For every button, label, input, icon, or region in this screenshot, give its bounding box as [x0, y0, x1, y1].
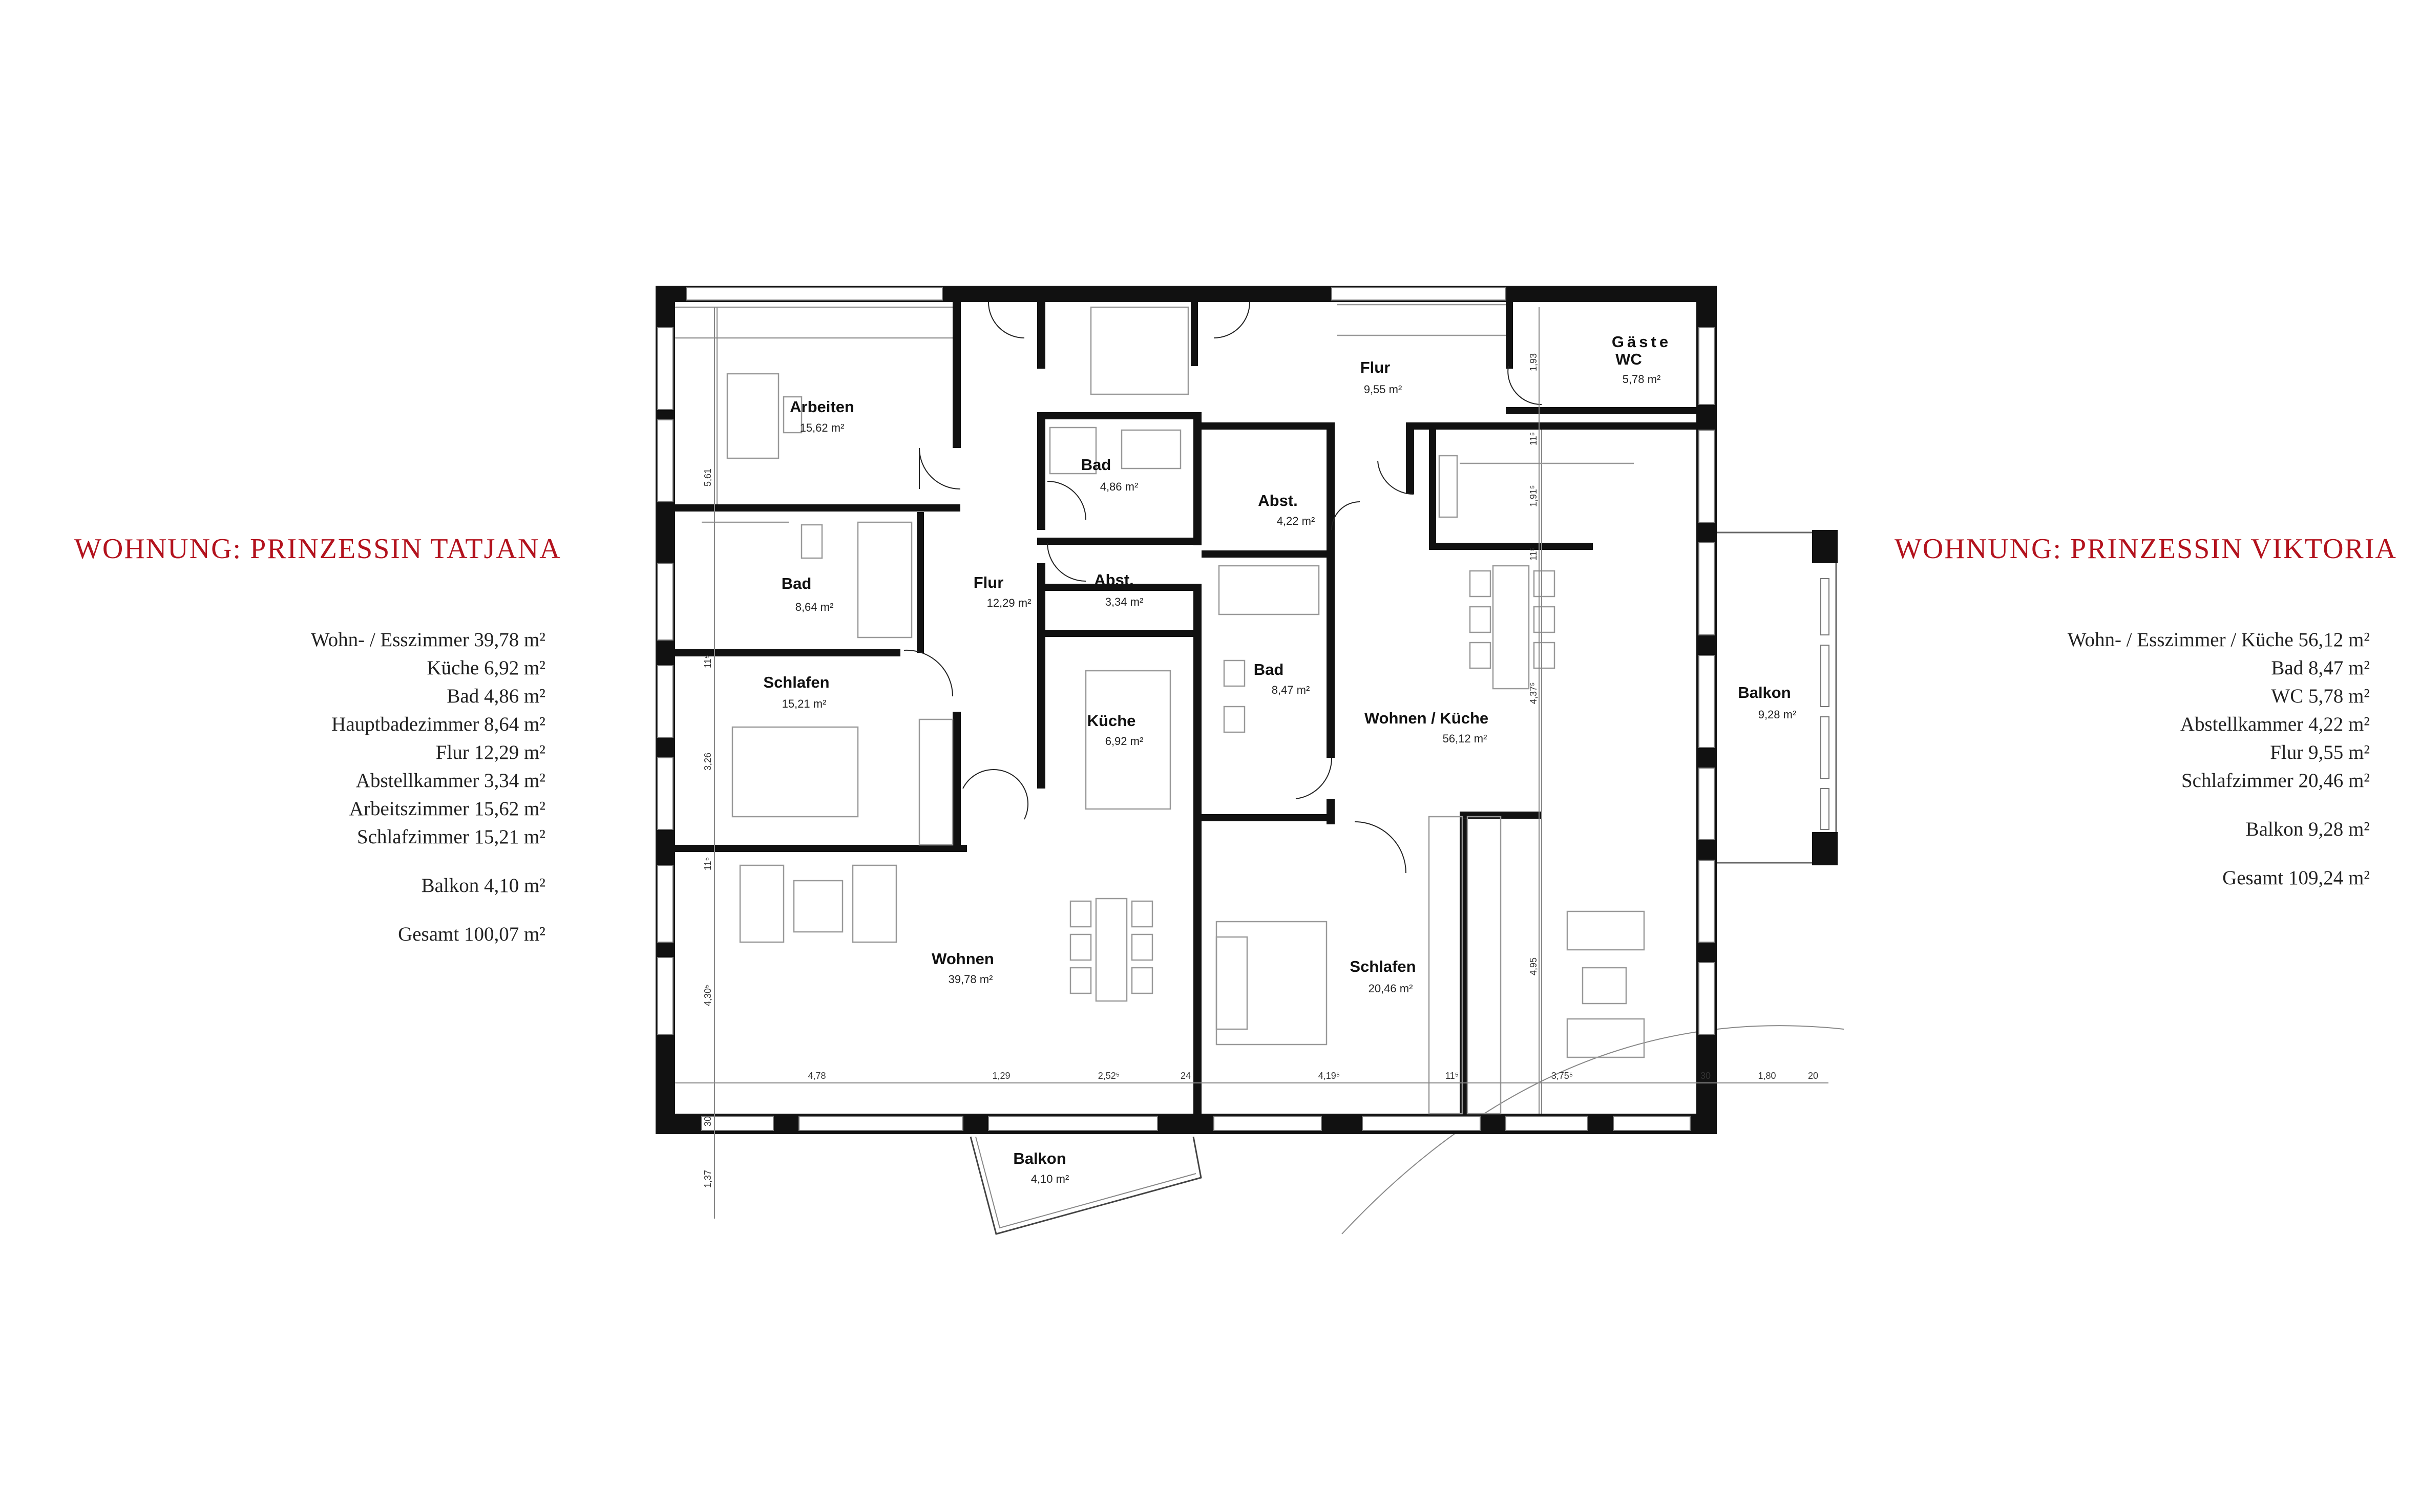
- room-name-kueche: Küche: [1087, 712, 1136, 730]
- room-area-schlafen-v: 20,46 m²: [1369, 982, 1413, 995]
- room-list-item: Arbeitszimmer 15,62 m²: [349, 798, 545, 820]
- dimension-label: 11⁵: [1445, 1071, 1459, 1081]
- dimension-label: 1,37: [703, 1170, 713, 1188]
- room-name-balkon: Balkon: [1013, 1149, 1066, 1167]
- room-name-wohnen-kueche: Wohnen / Küche: [1364, 709, 1488, 727]
- room-name-flur: Flur: [974, 573, 1004, 591]
- room-name-arbeiten: Arbeiten: [790, 398, 854, 416]
- room-name-bad-small: Bad: [1081, 456, 1111, 474]
- room-list-item: Bad 4,86 m²: [447, 685, 545, 707]
- room-area-bad: 8,64 m²: [795, 601, 834, 613]
- dimension-label: 11⁵: [1528, 547, 1539, 561]
- dimension-label: 3,26: [703, 753, 713, 771]
- room-name-bad: Bad: [782, 574, 812, 592]
- apartment-title-viktoria: WOHNUNG: PRINZESSIN VIKTORIA: [1894, 533, 2397, 565]
- dimension-label: 4,30⁵: [703, 985, 713, 1007]
- dimension-label: 1,93: [1528, 353, 1539, 371]
- total-area: Gesamt 100,07 m²: [398, 923, 545, 945]
- room-area-bad-small: 4,86 m²: [1100, 480, 1139, 493]
- room-area-wohnen: 39,78 m²: [949, 973, 993, 986]
- room-name-bad-v: Bad: [1254, 661, 1284, 678]
- room-list-item: Flur 9,55 m²: [2270, 741, 2370, 763]
- dimension-label: 1,29: [992, 1071, 1010, 1081]
- room-area-schlafen: 15,21 m²: [782, 697, 827, 710]
- dimension-label: 11⁵: [703, 857, 713, 870]
- room-name-abst-v: Abst.: [1258, 492, 1298, 509]
- dimension-label: 1,80: [1758, 1071, 1776, 1081]
- room-name-abst: Abst.: [1094, 571, 1134, 589]
- balcony-left-outline: [970, 1136, 1202, 1235]
- dimension-label: 4,78: [808, 1071, 826, 1081]
- dimension-label: 1,91⁵: [1528, 485, 1539, 507]
- balcony-area: Balkon 4,10 m²: [421, 875, 545, 897]
- room-area-kueche: 6,92 m²: [1105, 735, 1144, 748]
- dimension-label: 20: [1808, 1071, 1818, 1081]
- room-list-item: Wohn- / Esszimmer 39,78 m²: [310, 629, 545, 651]
- room-list-item: Schlafzimmer 20,46 m²: [2181, 770, 2370, 792]
- room-list-item: Abstellkammer 4,22 m²: [2180, 713, 2370, 735]
- room-name-wohnen: Wohnen: [932, 950, 994, 968]
- room-list-item: Bad 8,47 m²: [2271, 657, 2370, 679]
- room-list-item: Wohn- / Esszimmer / Küche 56,12 m²: [2067, 629, 2370, 651]
- dimension-label: 5,61: [703, 468, 713, 486]
- room-area-flur-v: 9,55 m²: [1364, 383, 1402, 396]
- room-name-schlafen: Schlafen: [763, 673, 829, 691]
- dimension-label: 30: [1700, 1071, 1711, 1081]
- apartment-title-tatjana: WOHNUNG: PRINZESSIN TATJANA: [74, 533, 561, 565]
- room-name-wc: WC: [1615, 350, 1642, 368]
- room-area-gaeste-wc: 5,78 m²: [1623, 373, 1661, 386]
- room-area-flur: 12,29 m²: [987, 597, 1032, 609]
- dimension-label: 24: [1181, 1071, 1191, 1081]
- dimension-label: 30: [703, 1116, 713, 1126]
- balcony-area: Balkon 9,28 m²: [2245, 818, 2370, 840]
- room-area-arbeiten: 15,62 m²: [800, 421, 845, 434]
- room-list-item: Küche 6,92 m²: [427, 657, 545, 679]
- room-list-item: Hauptbadezimmer 8,64 m²: [331, 713, 545, 735]
- room-list-item: WC 5,78 m²: [2271, 685, 2370, 707]
- room-list-item: Flur 12,29 m²: [435, 741, 545, 763]
- dimension-label: 4,95: [1528, 957, 1539, 975]
- room-name-balkon-v: Balkon: [1738, 684, 1791, 701]
- room-name-gaeste: Gäste: [1612, 333, 1671, 351]
- room-area-wohnen-kueche: 56,12 m²: [1443, 732, 1487, 745]
- room-area-abst-v: 4,22 m²: [1277, 515, 1315, 527]
- arc-line: [1341, 1025, 1844, 1234]
- room-name-schlafen-v: Schlafen: [1350, 957, 1416, 975]
- dimension-label: 4,19⁵: [1318, 1071, 1340, 1081]
- dimension-label: 2,52⁵: [1098, 1071, 1120, 1081]
- room-area-bad-v: 8,47 m²: [1272, 684, 1310, 696]
- room-area-abst: 3,34 m²: [1105, 595, 1144, 608]
- room-list-item: Schlafzimmer 15,21 m²: [356, 826, 545, 848]
- room-area-balkon: 4,10 m²: [1031, 1173, 1069, 1185]
- dimension-label: 11⁵: [1528, 432, 1539, 445]
- apartment-summary-viktoria: WOHNUNG: PRINZESSIN VIKTORIA Wohn- / Ess…: [1867, 533, 2420, 892]
- dimension-label: 4,37⁵: [1528, 683, 1539, 705]
- dimension-label: 11⁵: [703, 655, 713, 668]
- room-area-balkon-v: 9,28 m²: [1758, 708, 1797, 721]
- apartment-summary-tatjana: WOHNUNG: PRINZESSIN TATJANA Wohn- / Essz…: [0, 533, 561, 948]
- room-name-flur-v: Flur: [1360, 358, 1391, 376]
- room-list-item: Abstellkammer 3,34 m²: [355, 770, 545, 792]
- dimension-label: 3,75⁵: [1551, 1071, 1573, 1081]
- total-area: Gesamt 109,24 m²: [2222, 867, 2370, 889]
